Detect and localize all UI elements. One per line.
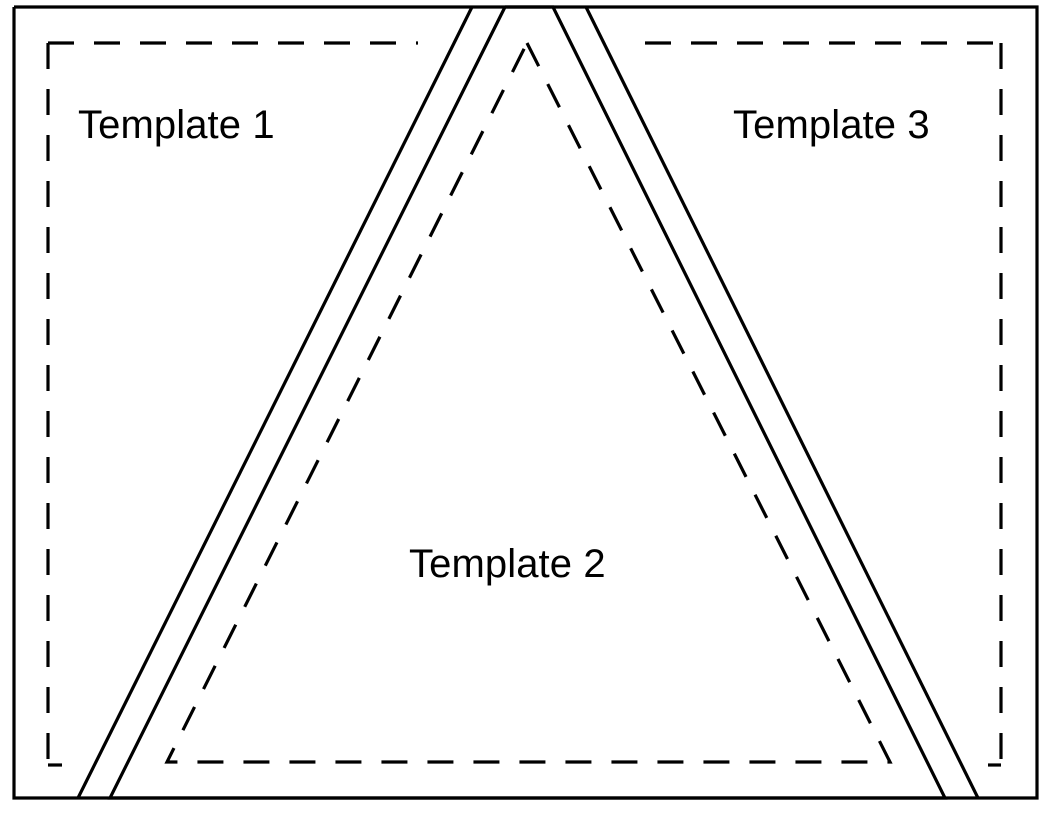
template-2-label: Template 2 bbox=[409, 542, 606, 586]
template-1-label: Template 1 bbox=[78, 103, 275, 147]
right-cut-line bbox=[584, 6, 980, 799]
template-1-dashed-rectangle bbox=[46, 41, 418, 767]
template-2-dashed-triangle bbox=[164, 42, 893, 764]
template-2-solid-triangle bbox=[107, 5, 948, 800]
template-3-dashed-rectangle bbox=[645, 41, 1003, 767]
template-3-label: Template 3 bbox=[733, 103, 930, 147]
left-cut-line bbox=[76, 6, 474, 799]
outer-border-rectangle bbox=[12, 5, 1039, 800]
